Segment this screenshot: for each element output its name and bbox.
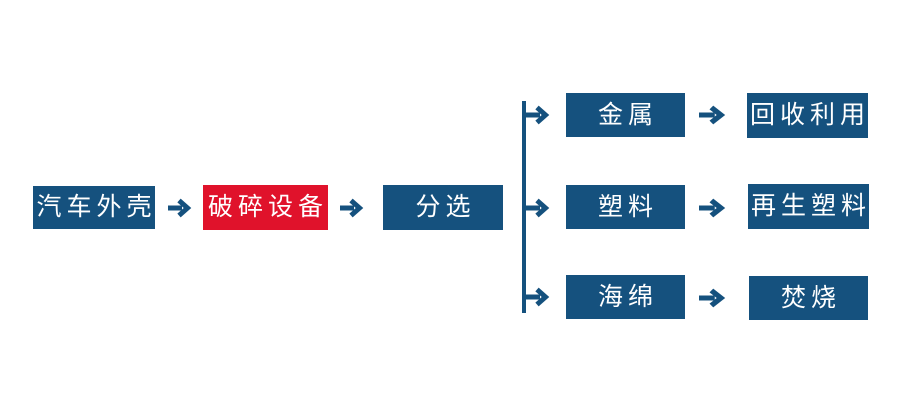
flow-node-recycling: 回收利用 (747, 93, 868, 138)
flow-node-plastic-label: 塑料 (597, 192, 658, 221)
flow-node-car-shell: 汽车外壳 (33, 186, 155, 229)
arrow-right-icon (526, 198, 550, 218)
arrow-right-icon (699, 198, 726, 218)
arrow-right-icon (699, 105, 726, 125)
arrow-right-icon (340, 198, 364, 218)
flow-node-incineration-label: 焚烧 (780, 283, 841, 312)
flow-node-recycled-plastic: 再生塑料 (748, 184, 869, 229)
flow-node-metal-label: 金属 (597, 100, 658, 129)
flow-node-recycled-plastic-label: 再生塑料 (751, 192, 872, 220)
flow-node-crusher-label: 破碎设备 (208, 193, 329, 221)
flow-node-plastic: 塑料 (566, 185, 685, 229)
flow-node-sorting: 分选 (383, 185, 503, 230)
branch-connector-line (522, 101, 526, 313)
flow-node-car-shell-label: 汽车外壳 (36, 193, 157, 221)
arrow-right-icon (168, 198, 192, 218)
flow-node-recycling-label: 回收利用 (750, 101, 871, 129)
arrow-right-icon (526, 287, 550, 307)
arrow-right-icon (526, 105, 550, 125)
arrow-right-icon (699, 288, 726, 308)
flow-node-incineration: 焚烧 (749, 276, 868, 320)
flow-node-sponge: 海绵 (566, 275, 685, 319)
flow-node-metal: 金属 (566, 93, 685, 137)
flow-node-crusher: 破碎设备 (203, 185, 328, 230)
flow-node-sorting-label: 分选 (415, 193, 476, 221)
flow-node-sponge-label: 海绵 (597, 282, 658, 311)
